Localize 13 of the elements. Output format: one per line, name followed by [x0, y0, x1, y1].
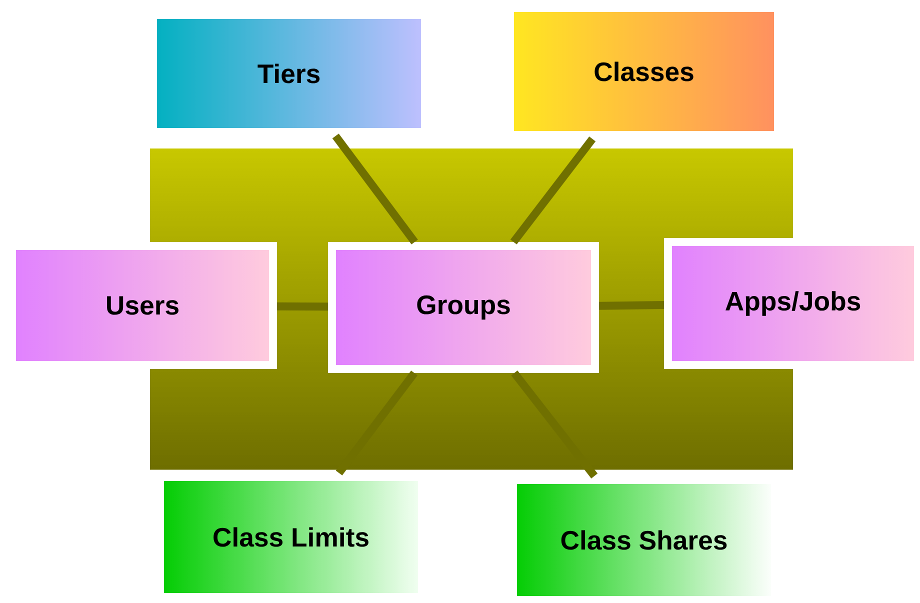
connector [332, 134, 418, 244]
process-box: Users [8, 242, 277, 369]
connector [511, 370, 598, 478]
connector [276, 302, 328, 311]
connector [510, 136, 596, 244]
process-box: Classes [506, 4, 782, 139]
connector [336, 370, 418, 476]
process-box: Class Shares [509, 476, 779, 603]
process-box: Class Limits [156, 473, 426, 601]
process-box: Groups [328, 242, 599, 373]
connector [598, 301, 664, 310]
process-box: Tiers [149, 11, 429, 136]
process-box: Apps/Jobs [664, 238, 920, 369]
